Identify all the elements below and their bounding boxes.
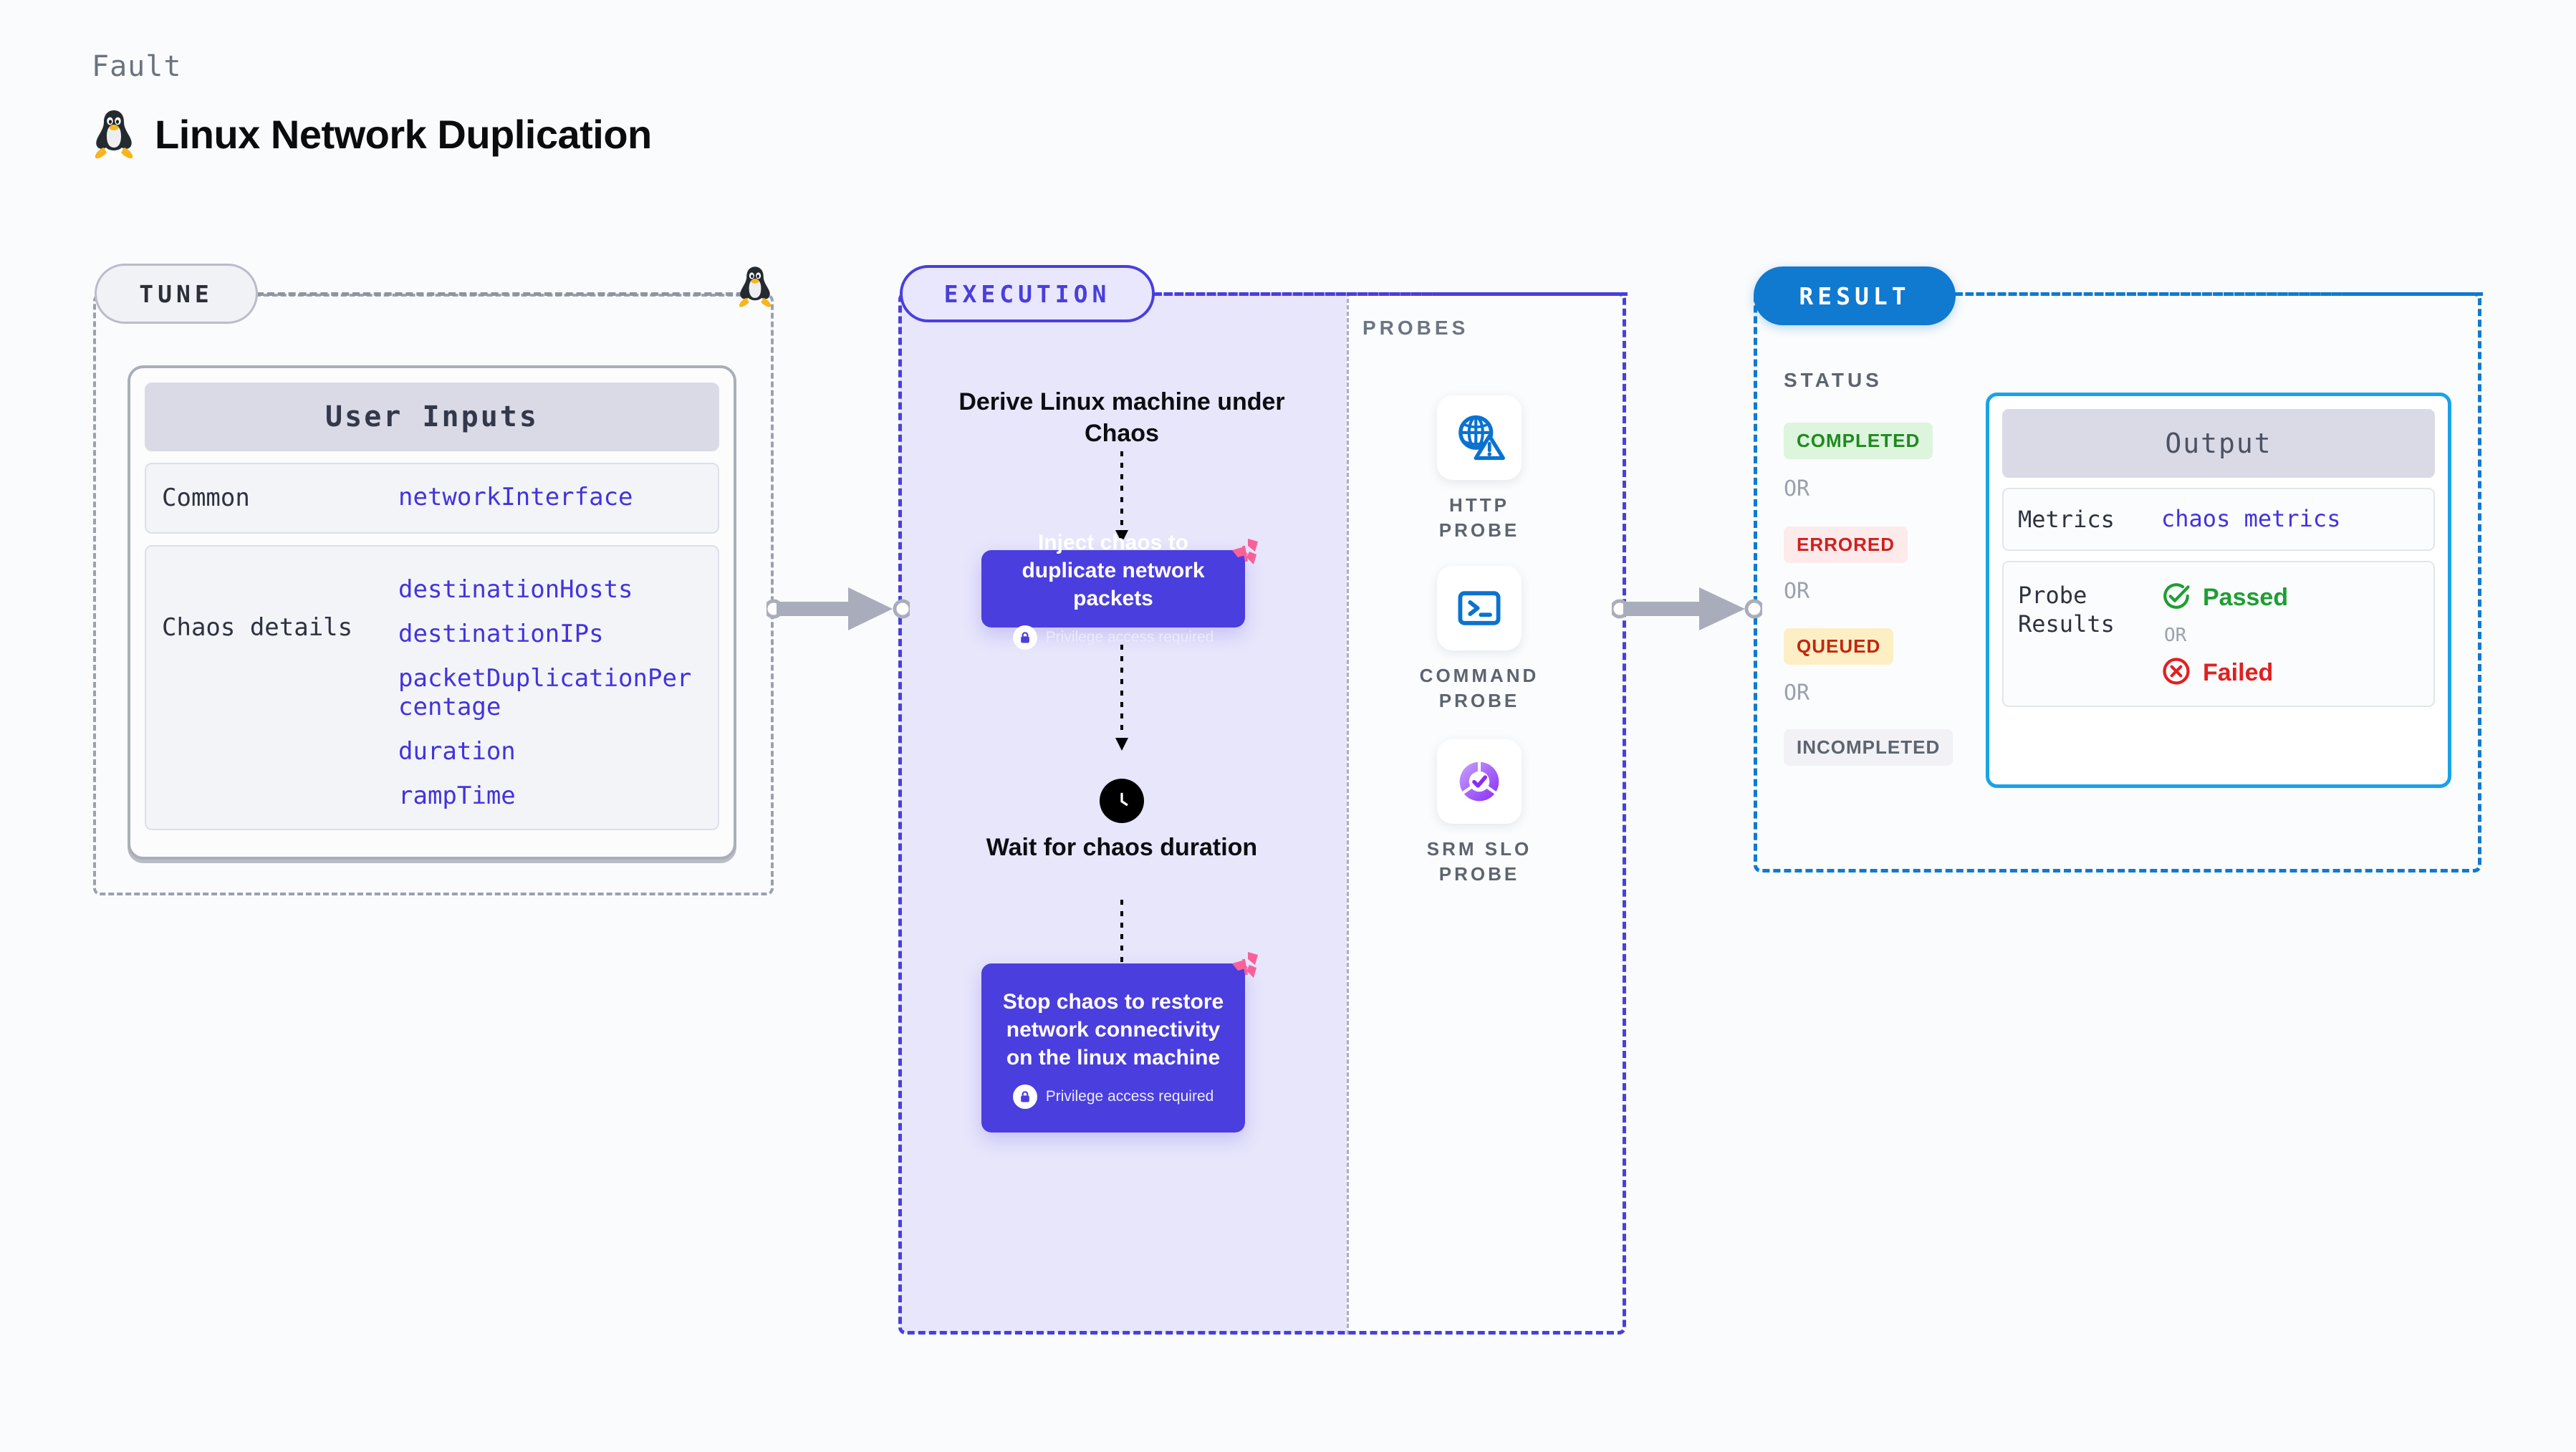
output-card: Output Metrics chaos metrics Probe Resul…	[1986, 393, 2451, 788]
page-title: Linux Network Duplication	[155, 111, 652, 157]
status-badge-completed: COMPLETED	[1784, 423, 1933, 459]
step-text: Inject chaos to duplicate network packet…	[1022, 530, 1205, 610]
output-row-label: Probe Results	[2018, 582, 2115, 638]
status-or-1: OR	[1784, 476, 1810, 501]
output-row-metrics: Metrics chaos metrics	[2002, 488, 2435, 551]
param-group-label: Chaos details	[162, 612, 353, 642]
lock-icon	[1012, 1084, 1037, 1109]
harness-mark-icon	[1224, 534, 1261, 575]
tune-to-execution-arrow	[764, 582, 913, 640]
step-stop-chaos[interactable]: Stop chaos to restore network connectivi…	[981, 952, 1258, 1133]
param-value[interactable]: packetDuplicationPercentage	[398, 663, 692, 721]
tune-linux-penguin-icon	[736, 264, 774, 313]
probe-label: COMMAND PROBE	[1419, 665, 1539, 712]
page-header: Fault Linux Network Duplication	[92, 50, 652, 160]
output-row-probe-results: Probe Results Passed OR	[2002, 561, 2435, 707]
step-derive-machine: Derive Linux machine under Chaos	[958, 388, 1285, 447]
output-row-value[interactable]: chaos metrics	[2161, 505, 2341, 532]
privilege-text: Privilege access required	[1045, 628, 1214, 645]
linux-penguin-icon	[92, 107, 136, 160]
status-badge-incompleted: INCOMPLETED	[1784, 729, 1953, 766]
user-inputs-card: User Inputs Common networkInterface Chao…	[128, 365, 736, 860]
output-title: Output	[2002, 409, 2435, 478]
privilege-note: Privilege access required	[1012, 1084, 1214, 1109]
status-or-2: OR	[1784, 579, 1810, 604]
status-or-3: OR	[1784, 681, 1810, 706]
step-text: Stop chaos to restore network connectivi…	[1002, 989, 1224, 1069]
param-group-label: Common	[162, 484, 250, 512]
param-value[interactable]: destinationIPs	[398, 619, 604, 648]
verdict-passed: Passed	[2161, 581, 2288, 615]
page-title-row: Linux Network Duplication	[92, 107, 652, 160]
verdict-failed: Failed	[2161, 656, 2288, 690]
param-group-common: Common networkInterface	[145, 463, 719, 534]
tune-top-dashed-connector	[256, 292, 744, 296]
slo-donut-check-icon	[1437, 739, 1522, 824]
step-wait-duration: Wait for chaos duration	[986, 834, 1258, 861]
probe-label: SRM SLO PROBE	[1426, 838, 1532, 885]
flow-arrow-1	[1112, 451, 1132, 548]
fault-kicker: Fault	[92, 50, 182, 83]
globe-warning-icon	[1437, 395, 1522, 480]
verdict-or: OR	[2164, 625, 2187, 646]
check-circle-icon	[2161, 581, 2191, 615]
verdict-text: Failed	[2203, 659, 2274, 686]
step-inject-chaos[interactable]: Inject chaos to duplicate network packet…	[981, 531, 1258, 650]
privilege-text: Privilege access required	[1045, 1087, 1214, 1105]
probe-label: HTTP PROBE	[1438, 494, 1520, 542]
execution-badge[interactable]: EXECUTION	[900, 265, 1155, 322]
x-circle-icon	[2161, 656, 2191, 690]
status-badge-errored: ERRORED	[1784, 527, 1908, 563]
lock-icon	[1012, 625, 1037, 650]
flow-arrow-2	[1112, 645, 1132, 756]
result-badge[interactable]: RESULT	[1754, 266, 1956, 325]
param-value[interactable]: destinationHosts	[398, 574, 633, 604]
probe-http[interactable]: HTTP PROBE	[1426, 395, 1533, 543]
probe-srm-slo[interactable]: SRM SLO PROBE	[1426, 739, 1533, 887]
result-top-dashed-connector	[1956, 292, 2483, 296]
harness-mark-icon	[1224, 948, 1261, 989]
tune-badge[interactable]: TUNE	[95, 264, 258, 324]
status-badge-queued: QUEUED	[1784, 628, 1894, 665]
privilege-note: Privilege access required	[1012, 625, 1214, 650]
terminal-icon	[1437, 566, 1522, 650]
user-inputs-title: User Inputs	[145, 383, 719, 451]
param-group-chaos-details: Chaos details destinationHosts destinati…	[145, 544, 719, 831]
param-value[interactable]: networkInterface	[398, 483, 633, 511]
execution-top-dashed-connector	[1155, 292, 1628, 296]
output-row-label: Metrics	[2018, 506, 2115, 533]
status-label: STATUS	[1784, 369, 1883, 391]
probes-label: PROBES	[1363, 317, 1469, 339]
param-value[interactable]: rampTime	[398, 782, 516, 811]
param-value[interactable]: duration	[398, 736, 516, 766]
probe-command[interactable]: COMMAND PROBE	[1420, 566, 1536, 713]
verdict-text: Passed	[2203, 584, 2289, 611]
execution-to-result-arrow	[1610, 582, 1764, 640]
clock-icon	[1100, 779, 1144, 823]
